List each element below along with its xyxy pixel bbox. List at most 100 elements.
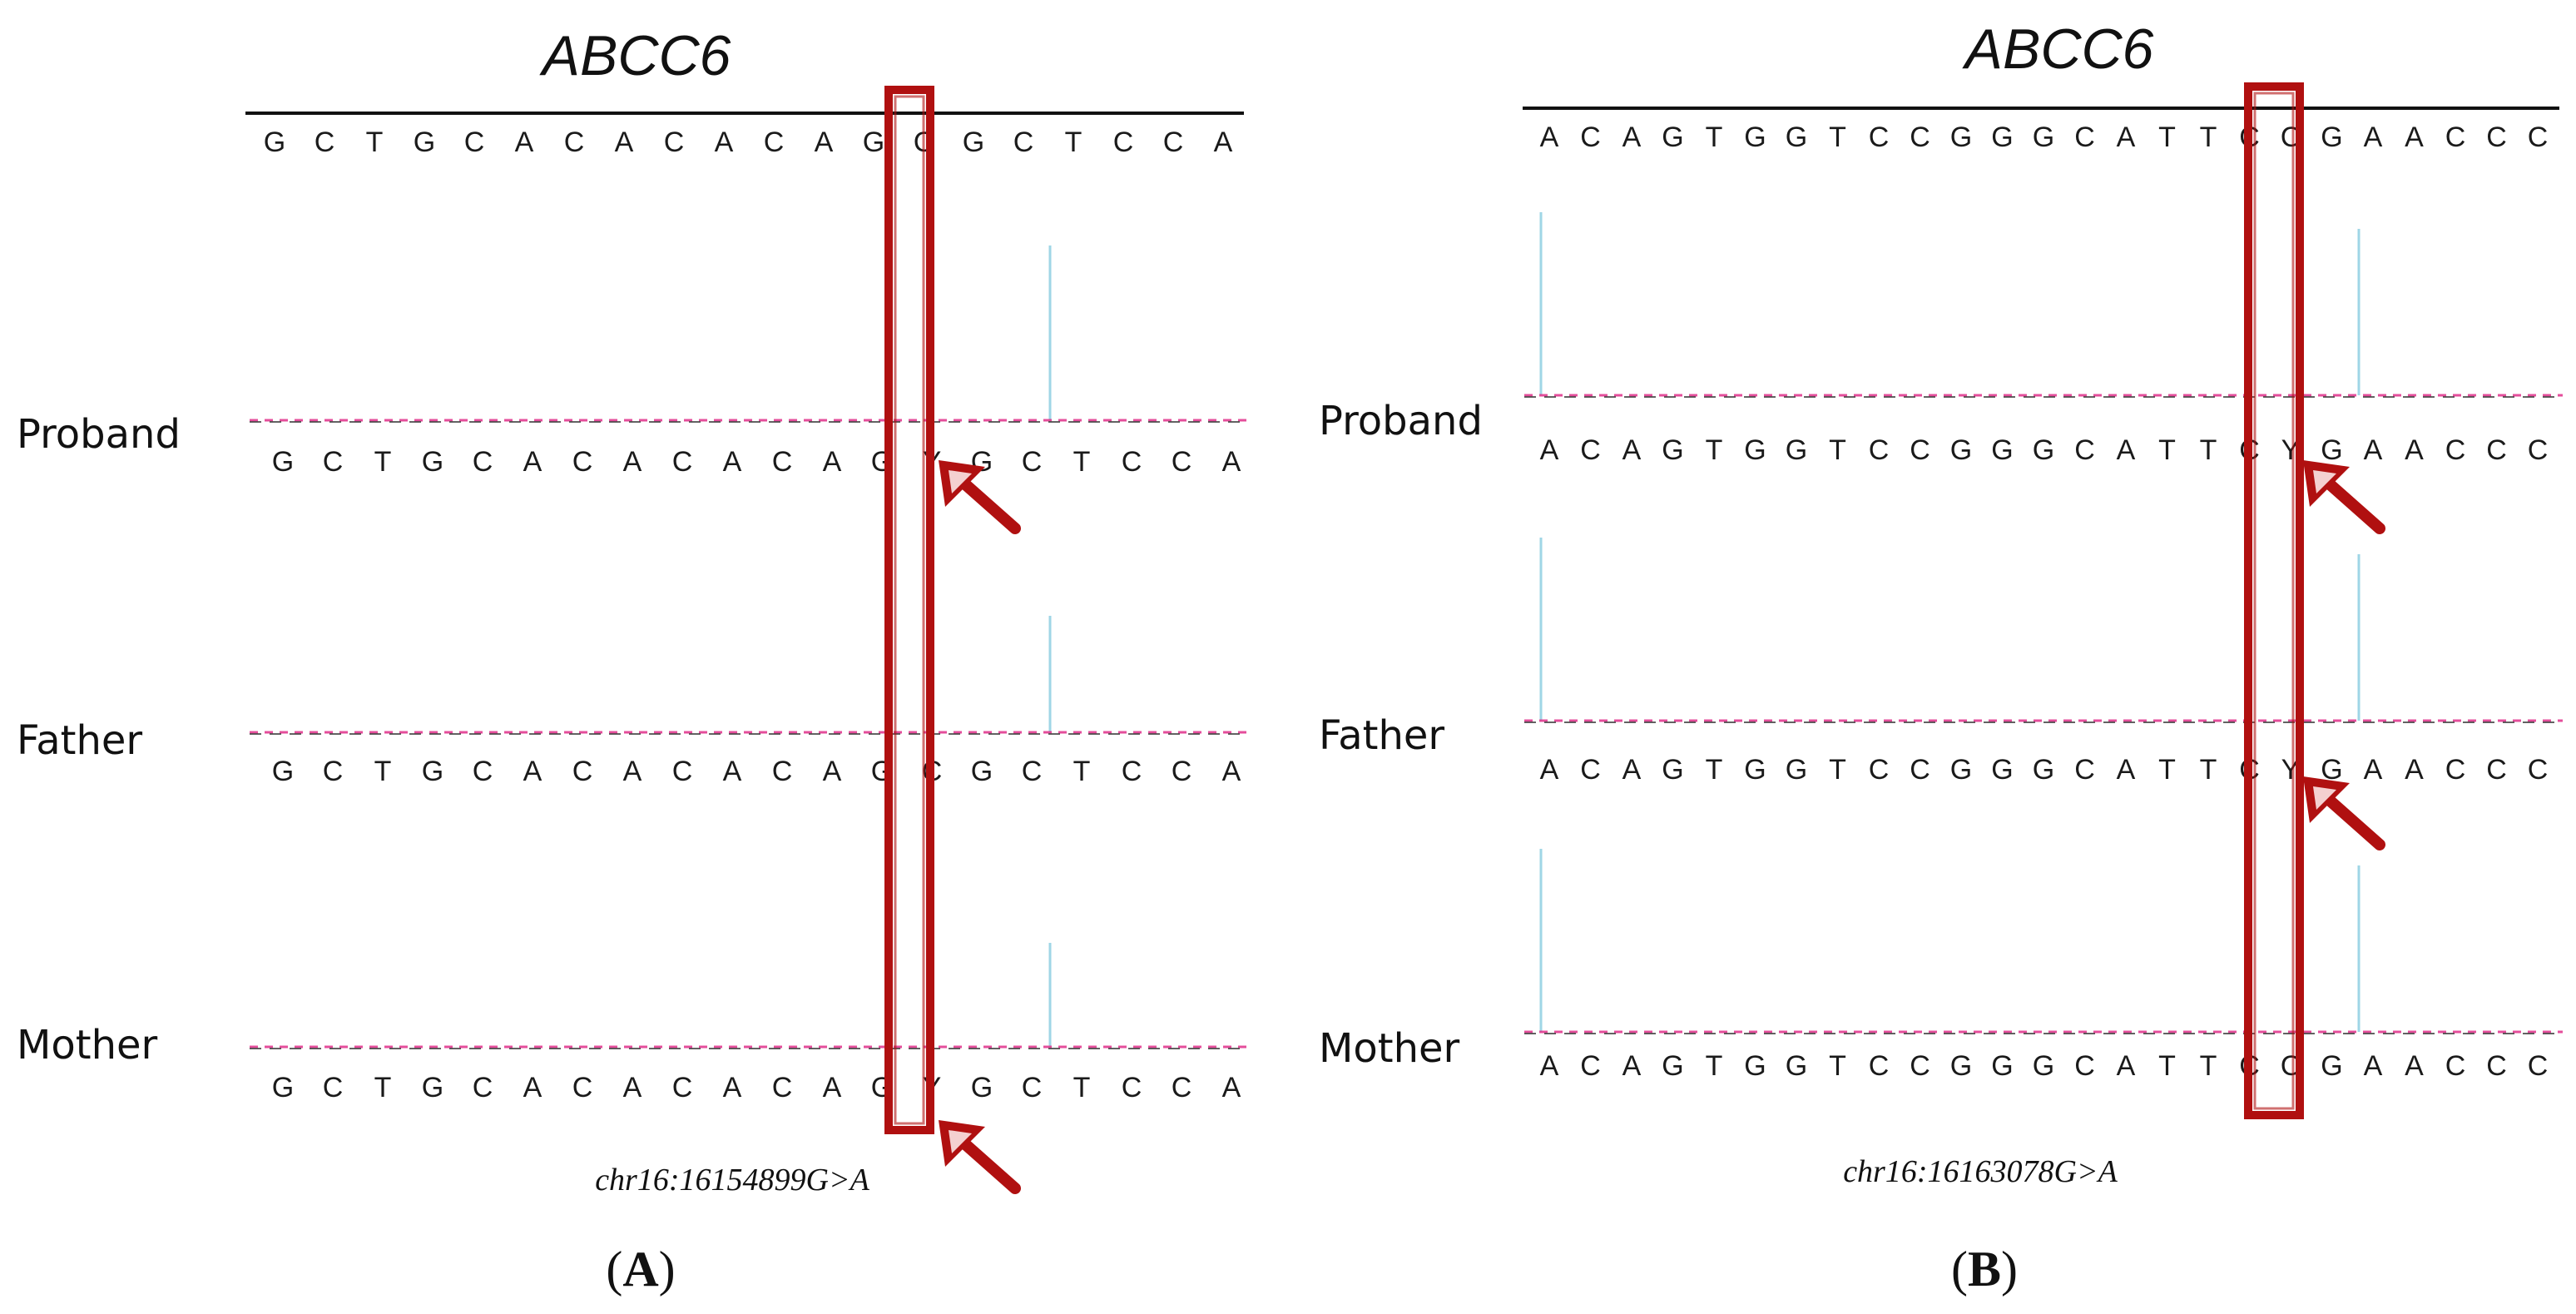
base-call-a: A bbox=[723, 756, 742, 787]
base-call-c: C bbox=[473, 1072, 493, 1103]
base-call-a: A bbox=[1622, 754, 1642, 786]
base-call-c: C bbox=[1869, 1050, 1890, 1082]
base-call-c: C bbox=[1580, 121, 1601, 153]
base-call-c: C bbox=[672, 756, 693, 787]
base-call-g: G bbox=[2033, 1050, 2054, 1082]
base-call-y: Y bbox=[2281, 754, 2301, 786]
base-call-c: C bbox=[2486, 434, 2507, 466]
base-call-c: C bbox=[1122, 446, 1142, 478]
base-call-c: C bbox=[764, 126, 785, 158]
base-call-a: A bbox=[2364, 754, 2383, 786]
base-call-c: C bbox=[2074, 121, 2095, 153]
base-call-a: A bbox=[1540, 1050, 1559, 1082]
base-call-g: G bbox=[1786, 121, 1807, 153]
base-call-a: A bbox=[623, 446, 642, 478]
base-call-t: T bbox=[1073, 756, 1091, 787]
base-call-g: G bbox=[1786, 434, 1807, 466]
base-call-c: C bbox=[1580, 754, 1601, 786]
base-call-c: C bbox=[2074, 434, 2095, 466]
base-call-c: C bbox=[1910, 754, 1930, 786]
base-call-g: G bbox=[1991, 754, 2013, 786]
base-call-a: A bbox=[623, 1072, 642, 1103]
variant-arrow-icon bbox=[2303, 460, 2385, 534]
base-call-g: G bbox=[2321, 434, 2342, 466]
base-call-c: C bbox=[2445, 121, 2466, 153]
base-call-a: A bbox=[1540, 434, 1559, 466]
base-call-a: A bbox=[1214, 126, 1233, 158]
base-call-g: G bbox=[2033, 434, 2054, 466]
base-call-c: C bbox=[1113, 126, 1134, 158]
base-call-t: T bbox=[366, 126, 384, 158]
highlight-overlays bbox=[884, 82, 2385, 1194]
base-call-c: C bbox=[1013, 126, 1034, 158]
base-call-a: A bbox=[723, 1072, 742, 1103]
base-call-c: C bbox=[1172, 446, 1192, 478]
base-call-c: C bbox=[664, 126, 685, 158]
base-call-t: T bbox=[1829, 1050, 1846, 1082]
base-call-g: G bbox=[2321, 121, 2342, 153]
panel-b-letter: (B) bbox=[1951, 1242, 2018, 1297]
base-call-t: T bbox=[374, 1072, 392, 1103]
base-call-t: T bbox=[2200, 1050, 2217, 1082]
base-call-t: T bbox=[2158, 1050, 2176, 1082]
panel-a-proband-label: Proband bbox=[17, 411, 181, 458]
base-call-g: G bbox=[422, 446, 443, 478]
base-call-a: A bbox=[1622, 1050, 1642, 1082]
base-call-g: G bbox=[971, 1072, 993, 1103]
base-call-t: T bbox=[2200, 434, 2217, 466]
base-call-c: C bbox=[1172, 756, 1192, 787]
base-call-c: C bbox=[1122, 756, 1142, 787]
base-call-g: G bbox=[1991, 1050, 2013, 1082]
base-call-a: A bbox=[1540, 121, 1559, 153]
base-call-a: A bbox=[523, 756, 542, 787]
base-call-t: T bbox=[374, 446, 392, 478]
base-call-g: G bbox=[963, 126, 984, 158]
base-call-g: G bbox=[422, 1072, 443, 1103]
base-call-c: C bbox=[2486, 121, 2507, 153]
base-call-c: C bbox=[672, 446, 693, 478]
base-call-a: A bbox=[2364, 434, 2383, 466]
base-call-a: A bbox=[2364, 1050, 2383, 1082]
variant-arrow-icon bbox=[939, 1120, 1021, 1194]
base-call-a: A bbox=[2364, 121, 2383, 153]
base-call-c: C bbox=[2528, 121, 2549, 153]
base-call-a: A bbox=[1540, 754, 1559, 786]
panel-b-proband-label: Proband bbox=[1319, 398, 1483, 444]
base-call-c: C bbox=[1910, 1050, 1930, 1082]
panel-b-father-label: Father bbox=[1319, 712, 1444, 759]
base-call-a: A bbox=[823, 1072, 842, 1103]
panel-a-father-label: Father bbox=[17, 717, 142, 764]
base-call-g: G bbox=[1662, 121, 1683, 153]
base-call-t: T bbox=[1073, 1072, 1091, 1103]
base-call-g: G bbox=[2033, 754, 2054, 786]
base-call-c: C bbox=[1022, 756, 1043, 787]
base-call-a: A bbox=[2405, 434, 2424, 466]
base-call-a: A bbox=[1622, 434, 1642, 466]
base-call-g: G bbox=[1991, 434, 2013, 466]
panel-a-variant-label: chr16:16154899G>A bbox=[595, 1163, 869, 1197]
base-call-g: G bbox=[1786, 1050, 1807, 1082]
base-call-a: A bbox=[2405, 754, 2424, 786]
base-call-c: C bbox=[1910, 434, 1930, 466]
panel-a-gene-title: ABCC6 bbox=[539, 24, 731, 87]
base-call-c: C bbox=[323, 756, 344, 787]
base-call-c: C bbox=[572, 1072, 593, 1103]
base-call-c: C bbox=[2445, 434, 2466, 466]
base-call-t: T bbox=[1706, 121, 1723, 153]
base-call-g: G bbox=[264, 126, 285, 158]
base-call-g: G bbox=[2321, 1050, 2342, 1082]
base-call-g: G bbox=[272, 756, 294, 787]
base-call-a: A bbox=[615, 126, 634, 158]
